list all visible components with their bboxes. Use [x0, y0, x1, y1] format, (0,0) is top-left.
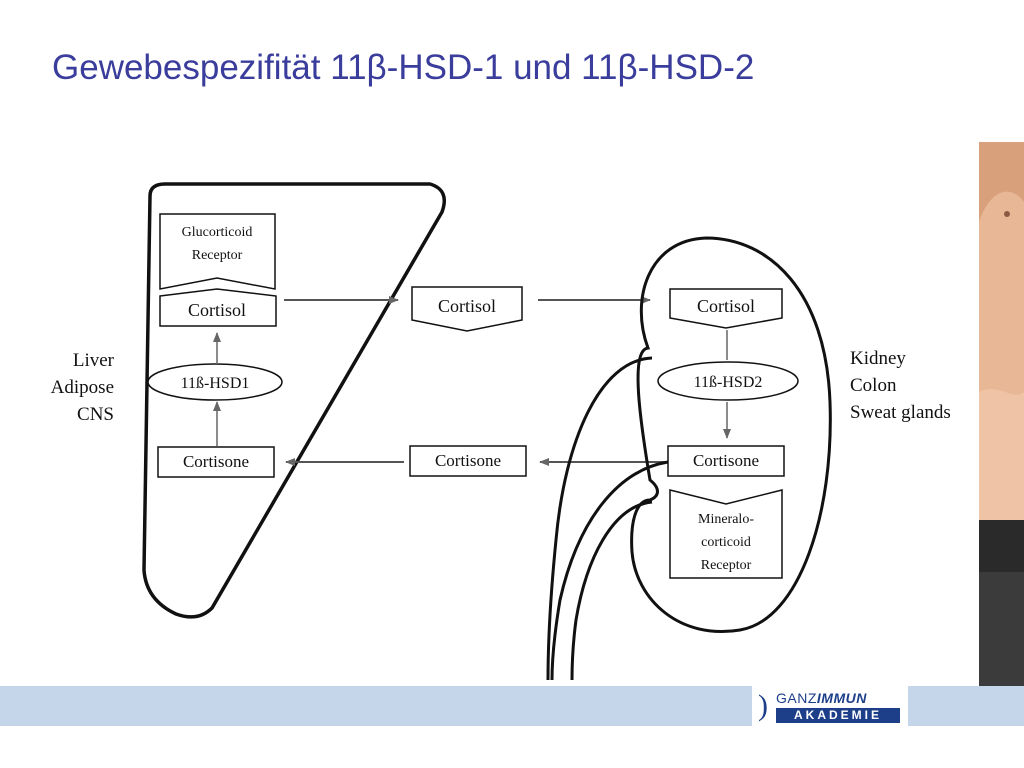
- hsd1-enzyme-label: 11ß-HSD1: [181, 375, 250, 392]
- right-cortisol-label: Cortisol: [697, 296, 755, 316]
- slide-title: Gewebespezifität 11β-HSD-1 und 11β-HSD-2: [52, 48, 755, 87]
- middle-cortisone-label: Cortisone: [435, 451, 501, 470]
- tissue-sweat-glands: Sweat glands: [850, 402, 951, 423]
- right-cortisone-box: [667, 445, 785, 477]
- glucocorticoid-receptor-box: [159, 213, 276, 290]
- right-receptor-line2: corticoid: [701, 535, 751, 550]
- tissue-colon: Colon: [850, 375, 897, 396]
- ganzimmun-logo: ) GANZIMMUN AKADEMIE: [752, 686, 908, 726]
- hsd1-enzyme-ellipse: [147, 363, 283, 401]
- tissue-kidney: Kidney: [850, 348, 906, 369]
- vessel-curve-lower: [570, 500, 653, 681]
- left-cortisol-label: Cortisol: [188, 300, 246, 320]
- middle-cortisol-label: Cortisol: [438, 296, 496, 316]
- right-receptor-line1: Mineralo-: [698, 512, 754, 527]
- logo-ganz: GANZ: [776, 690, 817, 706]
- hsd2-enzyme-label: 11ß-HSD2: [694, 374, 763, 391]
- tissue-liver: Liver: [73, 350, 115, 371]
- logo-emblem-icon: ): [758, 689, 768, 722]
- tissue-cns: CNS: [77, 404, 114, 425]
- logo-immun: IMMUN: [816, 690, 867, 706]
- tissue-adipose: Adipose: [51, 377, 114, 398]
- kidney-outline: [630, 236, 832, 633]
- middle-cortisone-box: [409, 445, 527, 477]
- left-receptor-line1: Glucorticoid: [182, 225, 253, 240]
- right-receptor-line3: Receptor: [701, 558, 752, 573]
- left-receptor-line2: Receptor: [192, 248, 243, 263]
- person-photo: [979, 142, 1024, 686]
- logo-akademie: AKADEMIE: [776, 708, 900, 723]
- logo-top-text: GANZIMMUN: [776, 690, 867, 706]
- hsd2-enzyme-ellipse: [657, 361, 799, 401]
- right-cortisol-box: [669, 288, 783, 329]
- left-cortisol-box: [159, 288, 277, 327]
- mineralocorticoid-receptor-box: [669, 489, 783, 579]
- vessel-curve-outer: [546, 356, 653, 681]
- left-cortisone-box: [157, 446, 275, 478]
- person-photo-image: [979, 142, 1024, 686]
- middle-cortisol-box: [411, 286, 523, 332]
- left-organ-outline: [142, 182, 446, 619]
- left-cortisone-label: Cortisone: [183, 452, 249, 471]
- vessel-curve-inner: [550, 460, 669, 681]
- right-cortisone-label: Cortisone: [693, 451, 759, 470]
